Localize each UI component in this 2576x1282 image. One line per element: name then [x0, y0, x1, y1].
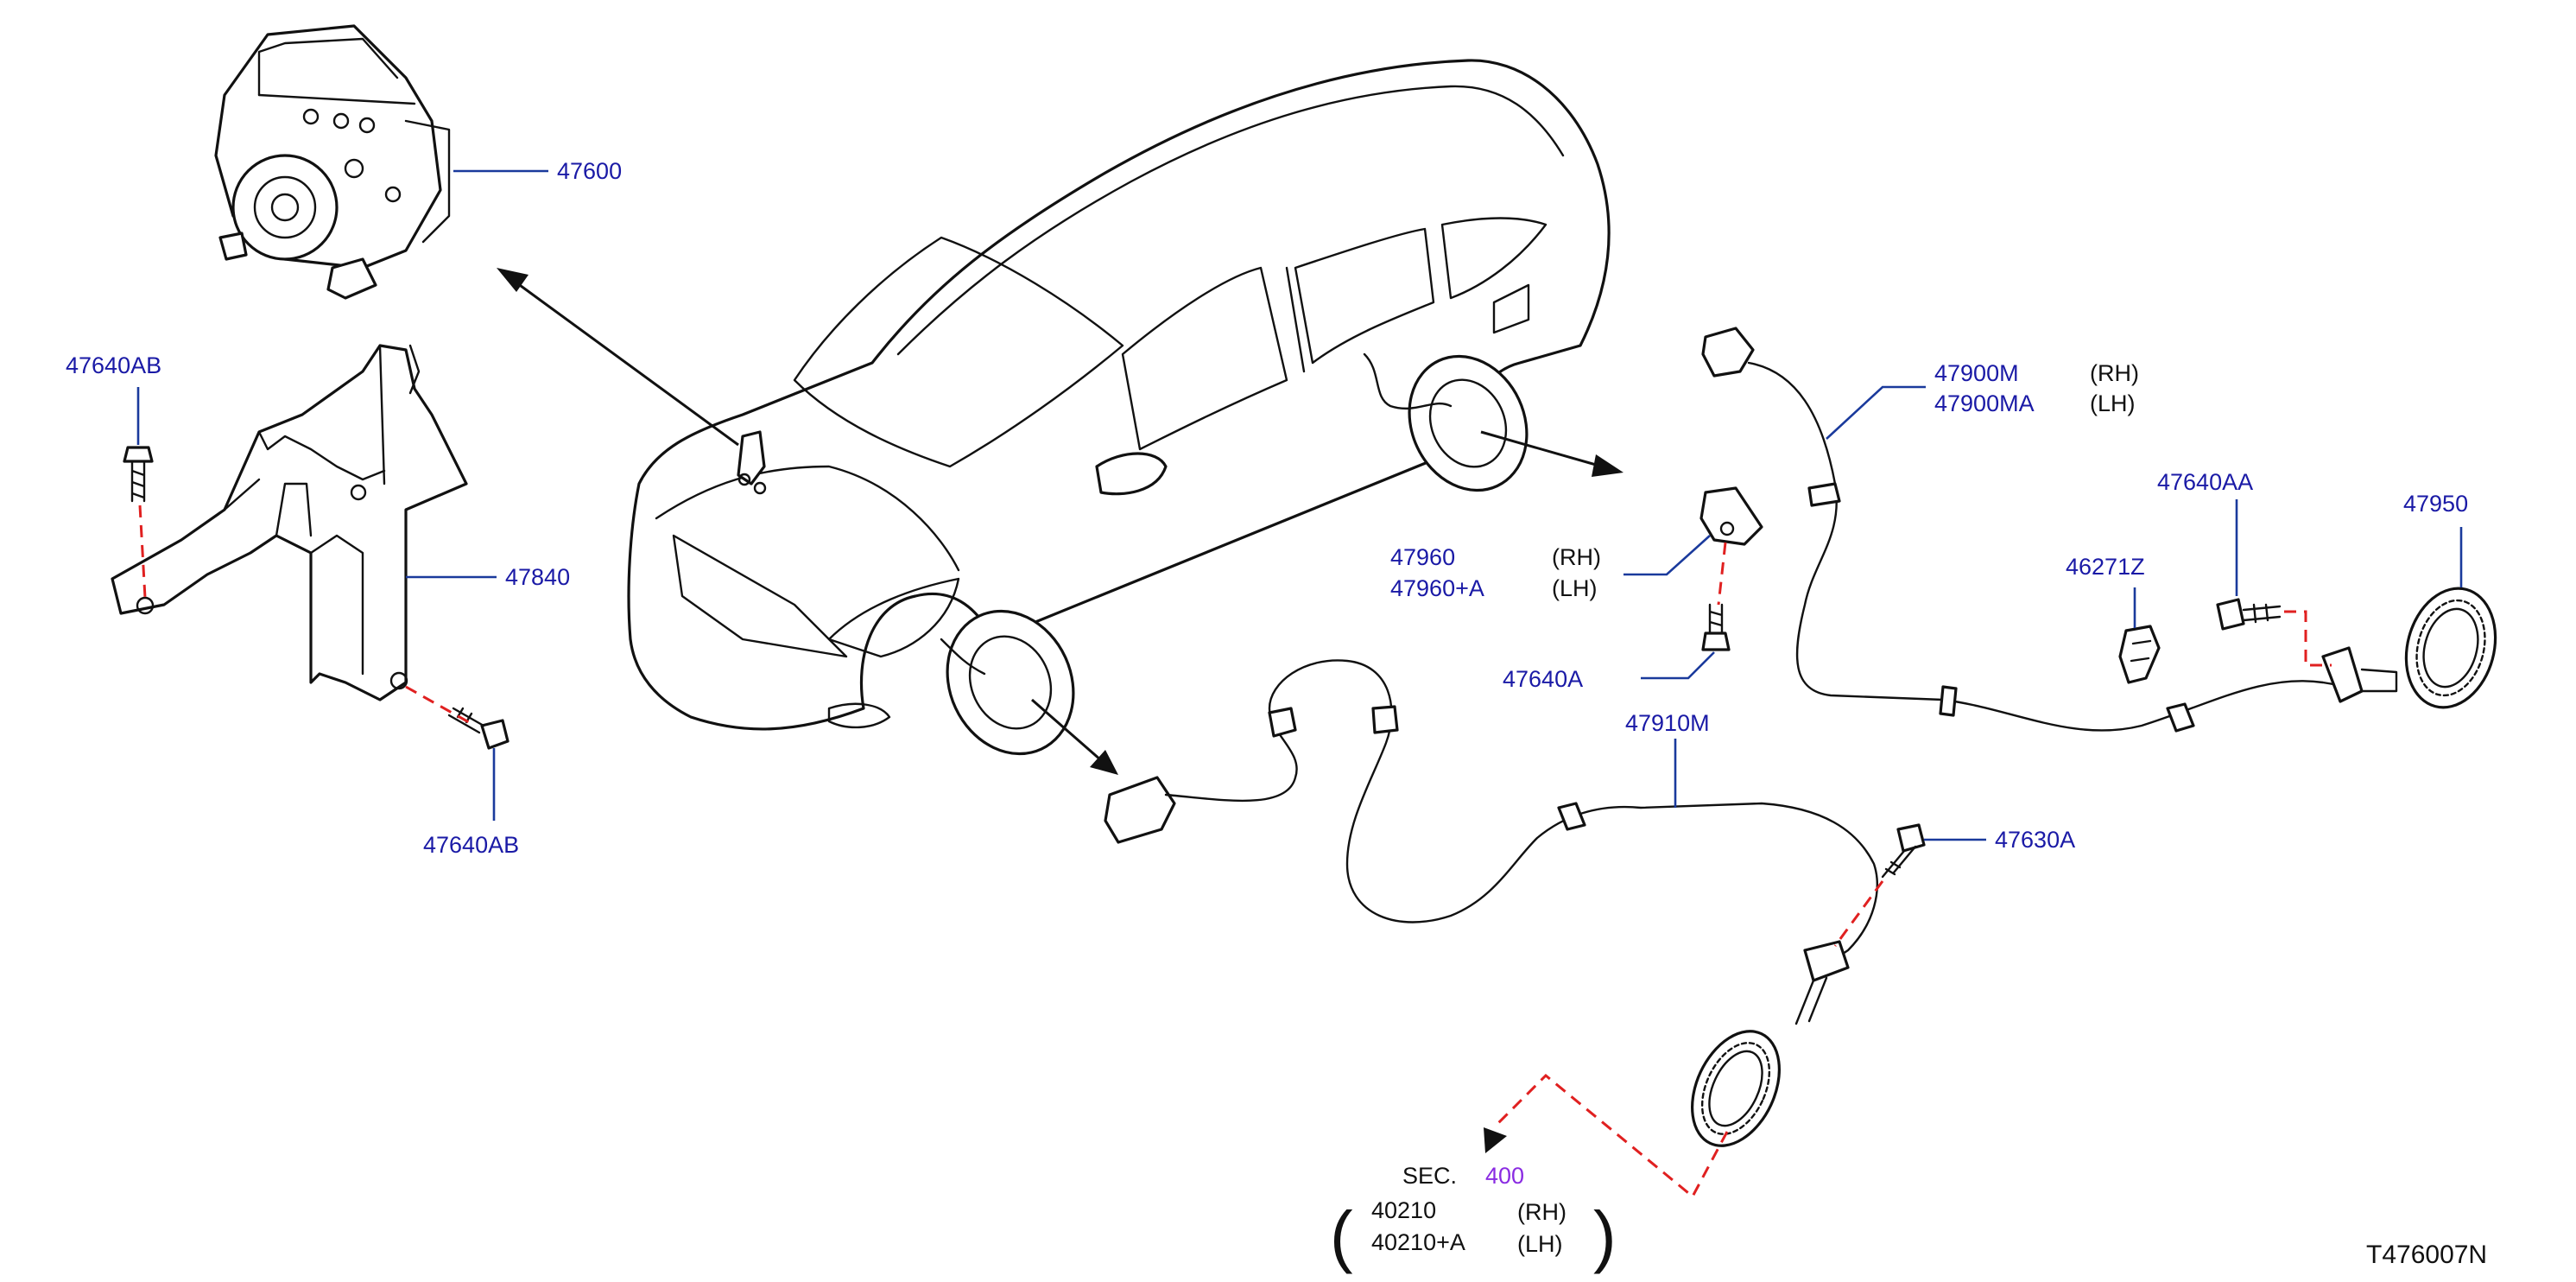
bolt-bottom — [447, 707, 510, 750]
dash-rear-bolt — [2284, 610, 2332, 667]
rear-sensor-rotor — [2404, 587, 2497, 709]
front-wheel-sensor — [1104, 659, 1878, 1025]
dash-bolt-top — [138, 505, 147, 599]
section-item-lh: 40210+A — [1371, 1229, 1465, 1255]
rear-sensor-bolt — [2216, 598, 2282, 631]
part-label-47900MA: 47900MA — [1934, 390, 2035, 416]
front-bracket-bolt — [1701, 603, 1731, 651]
front-sensor-bracket — [1699, 486, 1763, 546]
part-label-47630A: 47630A — [1995, 827, 2075, 853]
rear-clip — [2118, 625, 2161, 684]
dash-section-route — [1497, 1073, 1729, 1199]
section-paren-open: ( — [1330, 1197, 1353, 1274]
section-number-link[interactable]: 400 — [1485, 1163, 1524, 1189]
leader-47640A — [1641, 651, 1715, 680]
diagram-id: T476007N — [2366, 1241, 2487, 1269]
part-label-47640AB-bottom: 47640AB — [423, 832, 519, 858]
side-label-47900MA-lh: (LH) — [2090, 390, 2136, 416]
car-illustration — [627, 59, 1611, 756]
section-item-lh-side: (LH) — [1517, 1231, 1563, 1257]
dash-front-sensor-bolt — [1833, 880, 1884, 947]
part-label-46271Z: 46271Z — [2066, 554, 2145, 580]
abs-bracket — [111, 344, 468, 701]
part-label-47600: 47600 — [557, 158, 622, 184]
leader-47960 — [1623, 535, 1711, 576]
section-reference: SEC. 400 ( 40210 (RH) 40210+A (LH) ) — [1330, 1163, 1617, 1274]
rear-wheel-sensor — [1701, 327, 2398, 733]
section-item-rh-side: (RH) — [1517, 1199, 1566, 1225]
side-label-47960-rh: (RH) — [1552, 544, 1601, 570]
section-arrow-head — [1484, 1127, 1507, 1153]
section-paren-close: ) — [1593, 1197, 1617, 1274]
dash-front-bracket-bolt — [1717, 542, 1727, 606]
abs-actuator — [214, 24, 451, 300]
leader-47900M — [1826, 385, 1926, 440]
section-prefix: SEC. — [1402, 1163, 1457, 1189]
part-label-47910M: 47910M — [1625, 710, 1710, 736]
part-label-47640AA: 47640AA — [2157, 469, 2253, 495]
side-label-47960A-lh: (LH) — [1552, 575, 1598, 601]
side-label-47900M-rh: (RH) — [2090, 360, 2139, 386]
front-wheel — [946, 609, 1075, 756]
front-sensor-bolt — [1881, 823, 1926, 879]
part-label-47640A: 47640A — [1503, 666, 1583, 692]
bolt-top — [123, 446, 154, 503]
rear-wheel — [1408, 354, 1529, 492]
part-label-47840: 47840 — [505, 564, 570, 590]
part-label-47960: 47960 — [1390, 544, 1455, 570]
part-label-47900M: 47900M — [1934, 360, 2019, 386]
part-label-47640AB-top: 47640AB — [66, 352, 161, 378]
part-label-47960A: 47960+A — [1390, 575, 1484, 601]
dash-bolt-bottom — [405, 685, 476, 727]
section-item-rh: 40210 — [1371, 1197, 1436, 1223]
pointer-arrows — [497, 268, 1623, 775]
front-sensor-rotor — [1691, 1030, 1781, 1147]
part-label-47950: 47950 — [2403, 491, 2468, 517]
